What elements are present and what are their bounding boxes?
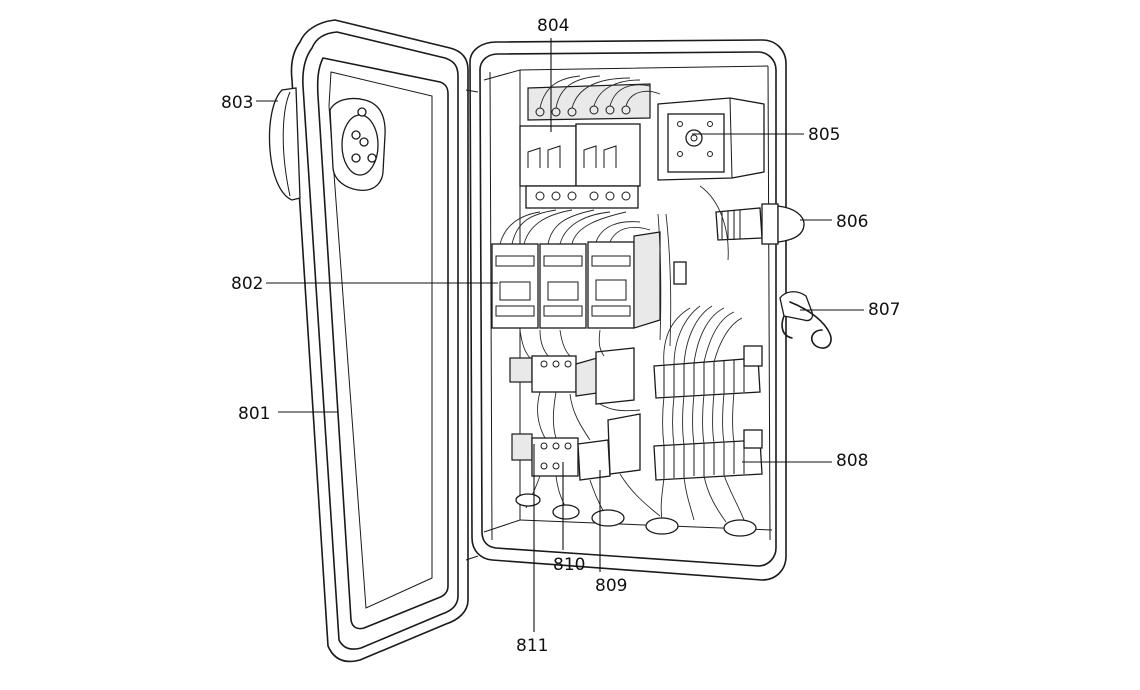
label-806: 806 — [836, 212, 868, 232]
cabinet-door — [268, 19, 479, 663]
label-807: 807 — [868, 300, 900, 320]
cable-clip — [779, 291, 832, 349]
circuit-breakers — [519, 75, 661, 209]
timer-switch-unit — [657, 97, 765, 181]
label-811: 811 — [516, 636, 548, 656]
label-801: 801 — [238, 404, 270, 424]
overload-relays — [509, 329, 661, 517]
contactors — [491, 209, 687, 329]
label-810: 810 — [553, 555, 585, 575]
door-handle — [268, 87, 301, 201]
label-809: 809 — [595, 576, 627, 596]
cable-glands — [515, 493, 757, 537]
label-808: 808 — [836, 451, 868, 471]
leader-lines — [256, 38, 864, 632]
label-802: 802 — [231, 274, 263, 294]
label-804: 804 — [537, 16, 569, 36]
label-803: 803 — [221, 93, 253, 113]
indicator-lamp — [715, 203, 805, 245]
label-805: 805 — [808, 125, 840, 145]
terminal-blocks — [653, 185, 763, 523]
door-latch-mechanism — [329, 97, 386, 191]
